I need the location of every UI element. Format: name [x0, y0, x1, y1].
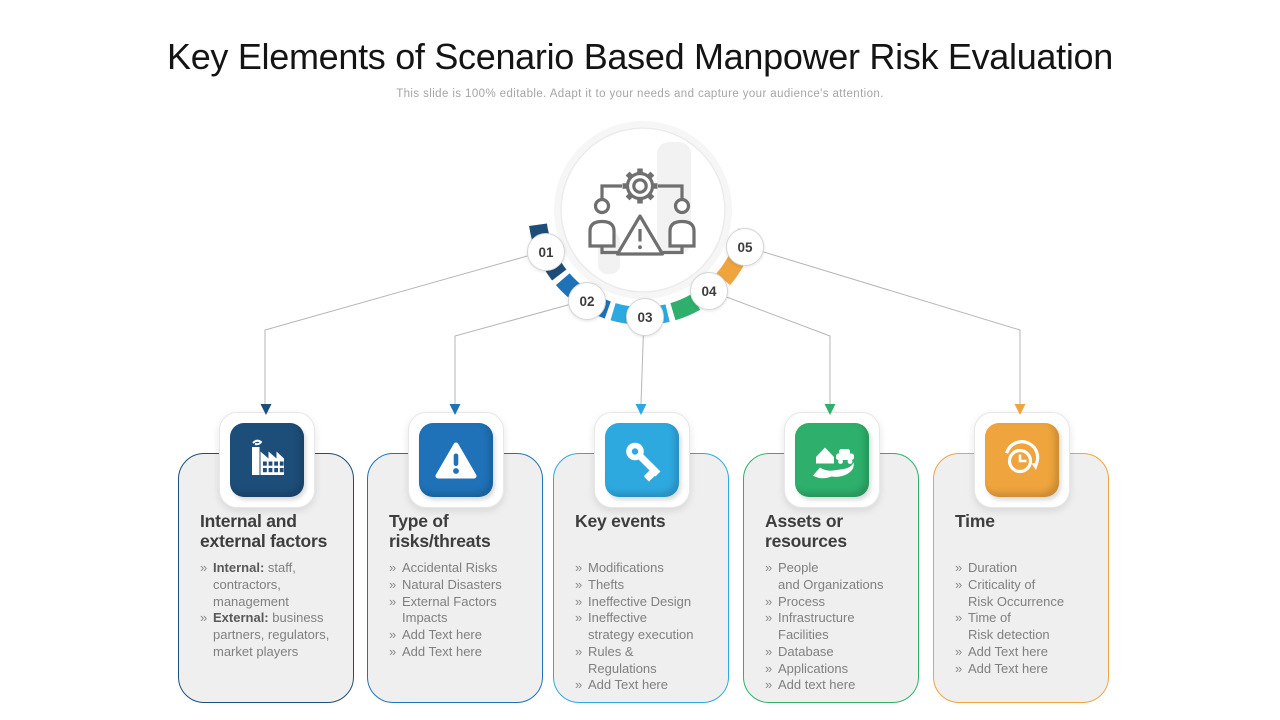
bullet-marker: » [955, 660, 963, 676]
bullet-marker: » [575, 593, 583, 609]
card-icon-frame [219, 412, 315, 508]
bullet-list: »Modifications »Thefts »Ineffective Desi… [575, 560, 718, 694]
card-title: Time [955, 511, 995, 531]
bullet-item: »Process [765, 593, 825, 609]
step-number: 05 [737, 239, 753, 255]
bullet-marker: » [765, 643, 773, 659]
clock-history-icon [985, 423, 1059, 497]
step-badge-05: 05 [726, 228, 764, 266]
bullet-marker: » [575, 560, 583, 575]
step-badge-01: 01 [527, 233, 565, 271]
card-title: Assets or resources [765, 511, 847, 551]
bullet-item: »Internal: staff, contractors, managemen… [200, 560, 296, 609]
bullet-item: »Add Text here [575, 677, 668, 693]
bullet-item: »Database [765, 643, 834, 659]
bullet-item: »External Factors Impacts [389, 593, 497, 626]
bullet-item: »Modifications [575, 560, 664, 575]
bullet-marker: » [955, 560, 963, 575]
connector-line [707, 289, 831, 404]
card-icon-frame [408, 412, 504, 508]
bullet-marker: » [389, 643, 397, 659]
bullet-item: »Natural Disasters [389, 576, 502, 592]
bullet-marker: » [765, 677, 773, 693]
bullet-marker: » [955, 576, 963, 592]
key-icon [605, 423, 679, 497]
page-subtitle: This slide is 100% editable. Adapt it to… [396, 88, 884, 100]
hub-halo [554, 121, 732, 299]
bullet-list: »People and Organizations »Process »Infr… [765, 560, 908, 694]
bullet-marker: » [575, 643, 583, 659]
step-badge-03: 03 [626, 298, 664, 336]
bullet-list: »Internal: staff, contractors, managemen… [200, 560, 343, 661]
bullet-list: »Duration »Criticality of Risk Occurrenc… [955, 560, 1098, 677]
factory-icon [230, 423, 304, 497]
bullet-item: »Ineffective Design [575, 593, 692, 609]
bullet-item: »Add Text here [955, 660, 1048, 676]
bullet-item: »Thefts [575, 576, 625, 592]
bullet-marker: » [389, 627, 397, 643]
step-number: 01 [538, 244, 554, 260]
hub-circle [560, 127, 726, 293]
bullet-marker: » [765, 610, 773, 626]
bullet-marker: » [389, 593, 397, 609]
page-title: Key Elements of Scenario Based Manpower … [167, 36, 1113, 77]
bullet-item: »Add text here [765, 677, 856, 693]
bullet-marker: » [955, 610, 963, 626]
step-number: 04 [701, 283, 717, 299]
bullet-marker: » [955, 643, 963, 659]
bullet-marker: » [389, 560, 397, 575]
bullet-item: »Add Text here [955, 643, 1048, 659]
card-type-of-risks-threats: Type of risks/threats »Accidental Risks … [367, 453, 543, 703]
bullet-marker: » [765, 660, 773, 676]
bullet-marker: » [200, 560, 208, 575]
card-time: Time »Duration »Criticality of Risk Occu… [933, 453, 1109, 703]
card-icon-frame [594, 412, 690, 508]
bullet-item: »Accidental Risks [389, 560, 498, 575]
bullet-item: »Time of Risk detection [955, 610, 1050, 643]
bullet-marker: » [200, 610, 208, 626]
bullet-marker: » [389, 576, 397, 592]
step-badge-02: 02 [568, 282, 606, 320]
card-assets-or-resources: Assets or resources »People and Organiza… [743, 453, 919, 703]
bullet-marker: » [765, 560, 773, 575]
bullet-item: »Applications [765, 660, 849, 676]
bullet-marker: » [575, 576, 583, 592]
card-icon-frame [974, 412, 1070, 508]
bullet-item: »External: business partners, regulators… [200, 610, 330, 659]
bullet-marker: » [575, 677, 583, 693]
bullet-item: »Ineffective strategy execution [575, 610, 694, 643]
step-badge-04: 04 [690, 272, 728, 310]
bullet-item: »Add Text here [389, 627, 482, 643]
step-number: 03 [637, 309, 653, 325]
warning-triangle-icon [419, 423, 493, 497]
card-icon-frame [784, 412, 880, 508]
connector-line [264, 250, 546, 404]
bullet-marker: » [765, 593, 773, 609]
connector-line [743, 245, 1021, 404]
hand-assets-icon [795, 423, 869, 497]
bullet-marker: » [575, 610, 583, 626]
bullet-list: »Accidental Risks »Natural Disasters »Ex… [389, 560, 532, 661]
bullet-item: »Criticality of Risk Occurrence [955, 576, 1065, 609]
bullet-item: »Add Text here [389, 643, 482, 659]
bullet-item: »Rules & Regulations [575, 643, 657, 676]
bullet-item: »Infrastructure Facilities [765, 610, 855, 643]
people-gear-alert-icon [588, 168, 696, 256]
bullet-item: »People and Organizations [765, 560, 884, 592]
bullet-item: »Duration [955, 560, 1018, 575]
card-title: Key events [575, 511, 666, 531]
connector-line [454, 299, 587, 404]
card-title: Internal and external factors [200, 511, 328, 551]
hub-watermark [598, 142, 691, 274]
card-title: Type of risks/threats [389, 511, 491, 551]
step-number: 02 [579, 293, 595, 309]
